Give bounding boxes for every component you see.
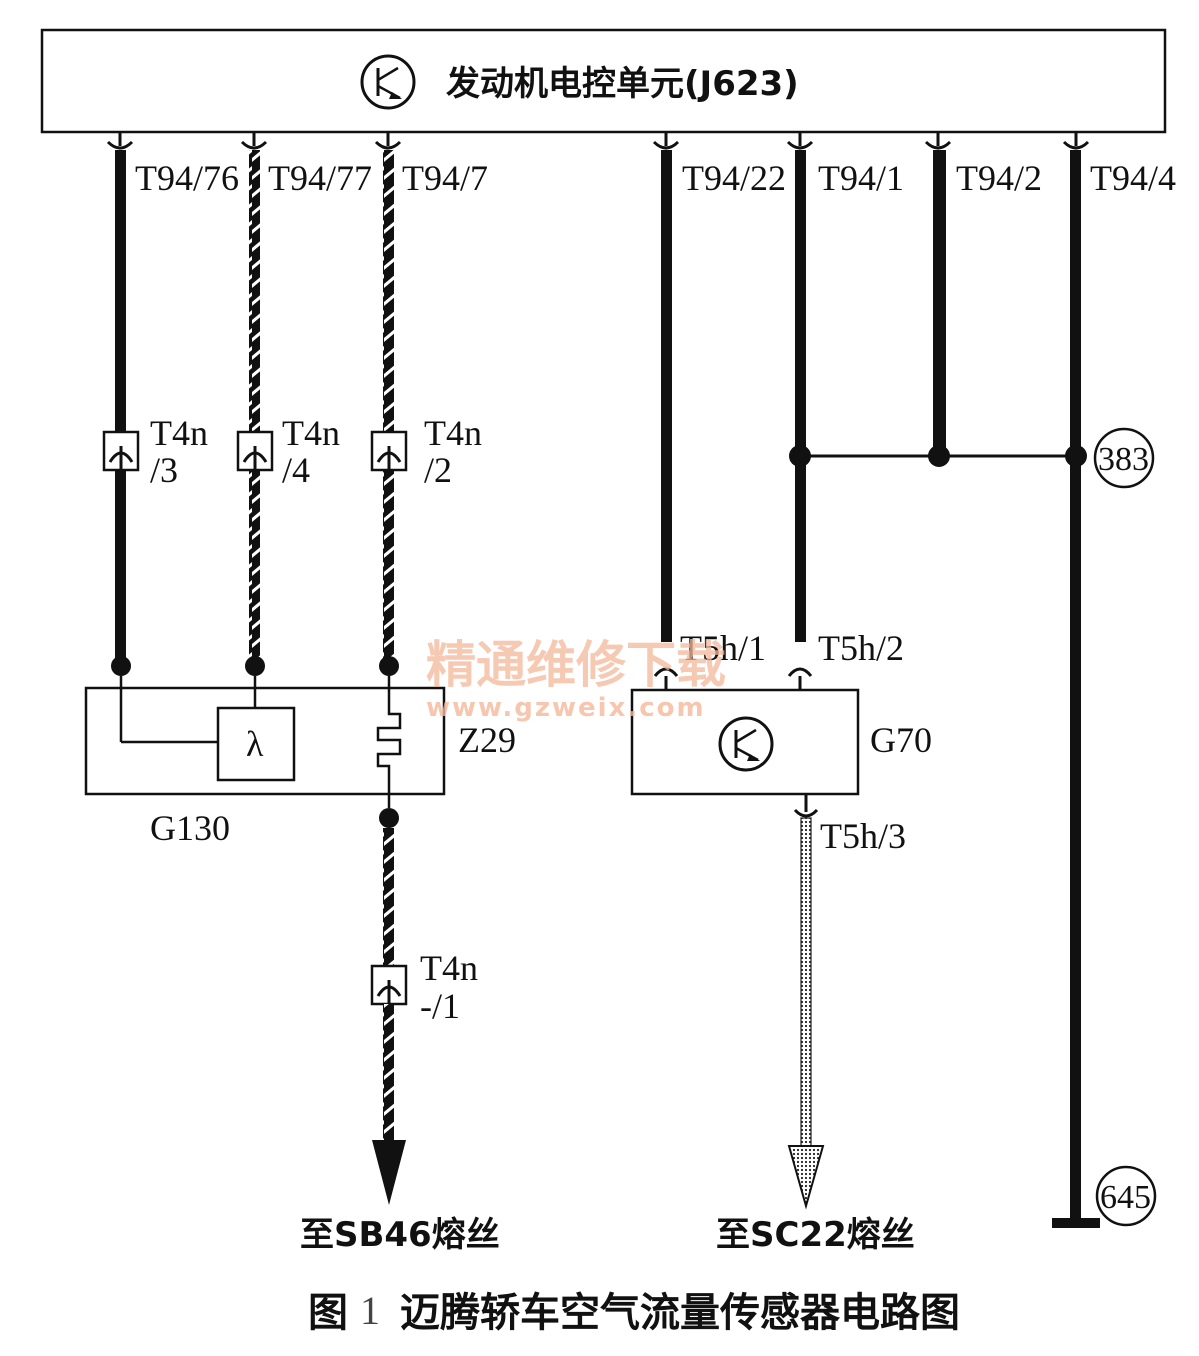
connector-t4n-4: [236, 430, 274, 472]
junction-dot: [245, 656, 265, 676]
wire-t94-1: [795, 150, 806, 642]
ecu-box: [40, 28, 1167, 134]
connector-t4n-2-top: T4n: [424, 413, 482, 453]
wire-t94-7: [383, 150, 394, 432]
junction-dot: [789, 445, 811, 467]
caption-title: 迈腾轿车空气流量传感器电路图: [400, 1290, 960, 1336]
wire-to-sb46: [383, 828, 394, 968]
z29-label: Z29: [458, 720, 516, 760]
ref-383-label: 383: [1098, 441, 1149, 478]
pin-label-t5h-1: T5h/1: [680, 628, 766, 668]
ref-645-label: 645: [1100, 1179, 1151, 1216]
connector-t4n-1-bottom: -/1: [420, 986, 460, 1026]
watermark-text: 精通维修下载: [426, 636, 726, 694]
g70-pin-sockets: [653, 667, 813, 690]
pin-label-t5h-3: T5h/3: [820, 816, 906, 856]
ecu-transistor-icon: [360, 54, 416, 110]
pin-label-t94-22: T94/22: [682, 158, 786, 198]
ref-383: 383: [1093, 427, 1155, 489]
ecu-pin-sockets: [106, 132, 1090, 150]
junction-dot: [379, 808, 399, 828]
junction-dot: [379, 656, 399, 676]
arrow-to-sb46-icon: [372, 1140, 406, 1205]
pin-label-t94-77: T94/77: [268, 158, 372, 198]
destination-sb46: 至SB46熔丝: [300, 1215, 500, 1255]
pin-label-t94-1: T94/1: [818, 158, 904, 198]
destination-sc22: 至SC22熔丝: [716, 1215, 915, 1255]
g130-label: G130: [150, 808, 230, 848]
pin-label-t94-76: T94/76: [135, 158, 239, 198]
pin-label-t5h-2: T5h/2: [818, 628, 904, 668]
g70-label: G70: [870, 720, 932, 760]
g70-transistor-icon: [718, 716, 774, 772]
connector-t4n-2-bottom: /2: [424, 450, 452, 490]
lambda-sensor-box: [216, 706, 296, 782]
arrow-to-sc22-icon: [787, 1145, 825, 1210]
connector-t4n-4-top: T4n: [282, 413, 340, 453]
wire-t94-2: [933, 150, 946, 456]
ecu-label: 发动机电控单元(J623): [446, 64, 799, 104]
ref-645: 645: [1095, 1165, 1157, 1227]
connector-t4n-3: [102, 430, 140, 472]
connector-t4n-4-bottom: /4: [282, 450, 310, 490]
caption-fig: 图: [308, 1290, 348, 1336]
lambda-symbol: λ: [246, 724, 264, 764]
connector-t4n-1-top: T4n: [420, 948, 478, 988]
ground-terminal-icon: [1052, 1218, 1100, 1228]
junction-dot: [1065, 445, 1087, 467]
wire-t94-4: [1070, 150, 1081, 1220]
g70-box: [630, 688, 860, 796]
junction-dot: [111, 656, 131, 676]
g70-output-socket: [793, 794, 819, 818]
z29-heater-icon: [376, 676, 402, 808]
connector-t4n-3-bottom: /3: [150, 450, 178, 490]
wire-t94-76: [115, 150, 126, 432]
watermark-url: www.gzweix.com: [426, 693, 706, 723]
connector-t4n-2: [370, 430, 408, 472]
pin-label-t94-7: T94/7: [402, 158, 488, 198]
connector-t4n-3-top: T4n: [150, 413, 208, 453]
pin-label-t94-2: T94/2: [956, 158, 1042, 198]
wire-t94-22: [661, 150, 672, 642]
wire-to-sc22: [800, 817, 812, 1147]
junction-dot: [928, 445, 950, 467]
wire-t94-77: [249, 150, 260, 432]
connector-t4n-1: [370, 964, 408, 1006]
caption-number: 1: [360, 1288, 380, 1333]
pin-label-t94-4: T94/4: [1090, 158, 1176, 198]
